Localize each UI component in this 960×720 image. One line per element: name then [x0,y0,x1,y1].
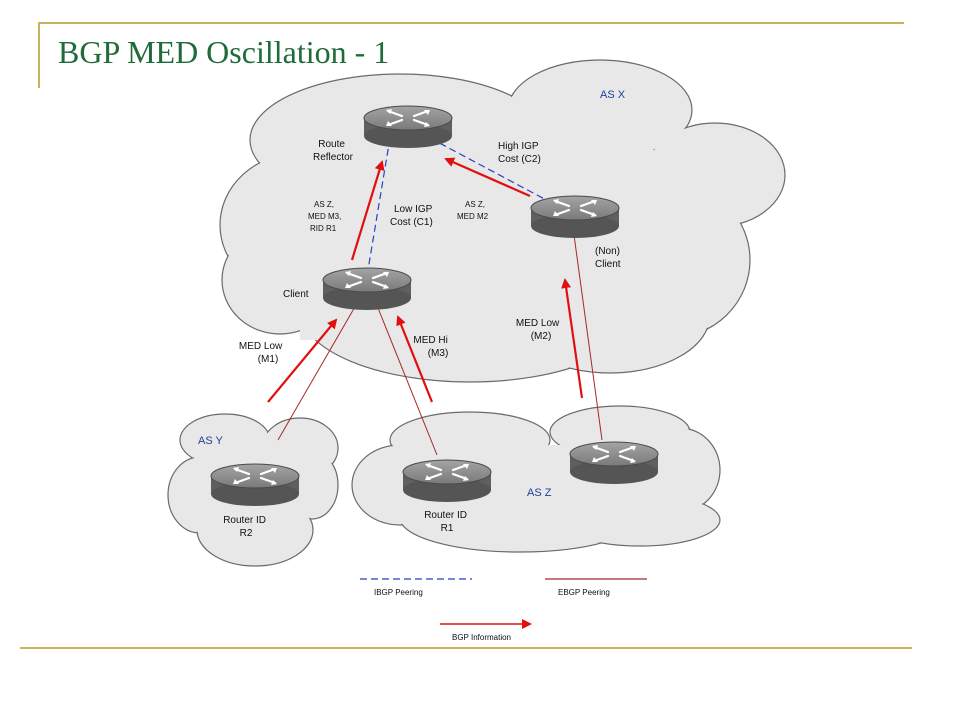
arrow-icon [350,160,385,261]
route-reflector-label: Route Reflector [313,139,354,163]
top-accent-rule [38,22,904,24]
router-non-client [529,194,621,240]
cloud-as-z [351,405,721,553]
arrow-icon [561,278,584,399]
ibgp-links [367,137,553,271]
bgp-info-arrows [267,157,584,403]
non-client-label: (Non) Client [595,246,623,270]
router-client [321,266,413,312]
as-y-label: AS Y [198,435,224,447]
legend-ebgp-label: EBGP Peering [558,588,610,597]
left-accent-rule [38,22,40,88]
as-z-label: AS Z [527,487,552,499]
med-low-m1-label: MED Low (M1) [239,341,285,365]
router-icon [568,440,660,486]
arrow-icon [444,157,531,198]
ebgp-links [277,234,603,456]
router-route-reflector [362,104,454,150]
slide-title: BGP MED Oscillation - 1 [58,34,390,70]
low-igp-label: Low IGP Cost (C1) [390,204,435,228]
legend: IBGP Peering EBGP Peering BGP Informatio… [360,578,647,642]
legend-bgp-info-label: BGP Information [452,633,511,642]
router-asz-right [568,440,660,486]
arrow-icon [396,315,434,403]
router-icon [401,458,493,504]
router-r1 [401,458,493,504]
r2-label: Router ID R2 [223,515,269,539]
legend-ibgp-label: IBGP Peering [374,588,423,597]
router-r2 [209,462,301,508]
med-low-m2-label: MED Low (M2) [516,318,562,342]
router-icon [321,266,413,312]
cloud-as-x [219,59,786,383]
high-igp-label: High IGP Cost (C2) [498,141,541,165]
router-icon [209,462,301,508]
as-x-label: AS X [600,89,626,101]
r1-label: Router ID R1 [424,510,470,534]
route-info-as-z-m3: AS Z, MED M3, RID R1 [308,200,344,233]
arrow-icon [267,318,338,403]
router-icon [362,104,454,150]
bottom-accent-rule [20,647,912,649]
route-info-as-z-m2: AS Z, MED M2 [457,200,489,221]
router-icon [529,194,621,240]
med-hi-m3-label: MED Hi (M3) [413,335,450,359]
client-label: Client [283,289,309,300]
